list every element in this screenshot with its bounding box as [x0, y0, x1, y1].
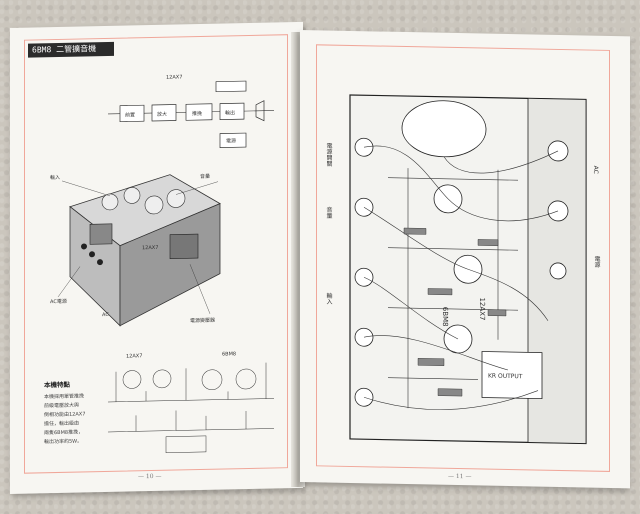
svg-text:音量: 音量 [200, 173, 210, 180]
svg-text:6BM8: 6BM8 [441, 307, 449, 327]
transformer-icon [169, 233, 199, 259]
transformer-icon [89, 223, 113, 245]
block-box [219, 132, 247, 148]
knob-icon [354, 387, 374, 407]
svg-text:推挽: 推挽 [192, 110, 202, 117]
svg-text:前置: 前置 [125, 111, 135, 118]
side-label: 輸入 [325, 292, 332, 305]
wiring-diagram: 6BM8 12AX7 KR OUTPUT [349, 94, 587, 445]
tube-icon [166, 189, 186, 208]
page-title: 6BM8 二管擴音機 [28, 41, 114, 58]
output-transformer-icon [481, 351, 543, 400]
svg-text:輸出: 輸出 [225, 109, 235, 116]
page-number: — 11 — [448, 472, 472, 481]
svg-text:AC: AC [102, 312, 109, 318]
speaker-icon [255, 100, 265, 122]
tube-icon [144, 195, 164, 215]
body-text: 本機採用單管推挽 前級電壓放大與 倒相功能由12AX7 擔任，輸出級由 兩隻6B… [44, 393, 86, 446]
svg-text:KR OUTPUT: KR OUTPUT [488, 373, 523, 381]
side-label: 音量 [325, 206, 332, 219]
block-box [119, 104, 145, 123]
block-box [151, 104, 177, 122]
circuit-schematic: 12AX7 6BM8 [108, 351, 274, 453]
knob-icon [354, 327, 374, 347]
svg-text:放大: 放大 [157, 111, 167, 118]
section-title: 本機特點 [44, 380, 70, 390]
tube-icon [123, 187, 141, 204]
block-diagram: 12AX7 前置 放大 推挽 輸出 電源 [108, 74, 274, 148]
side-label: AC [592, 165, 599, 174]
block-tube-label: 12AX7 [166, 74, 182, 80]
left-page: 6BM8 二管擴音機 12AX7 前置 放大 推挽 輸出 電源 輸入 音量 AC… [10, 21, 303, 495]
svg-text:輸入: 輸入 [50, 174, 60, 181]
svg-text:AC電源: AC電源 [50, 298, 67, 305]
side-label: 電源 [593, 255, 600, 268]
block-box [185, 103, 213, 121]
right-page: 電源開關 音量 輸入 AC 電源 [300, 30, 630, 489]
svg-text:電源: 電源 [226, 137, 236, 144]
svg-text:電源變壓器: 電源變壓器 [190, 317, 215, 325]
amplifier-illustration: 輸入 音量 AC電源 電源變壓器 12AX7 AC [50, 173, 221, 327]
tube-icon [101, 193, 119, 211]
knob-icon [354, 267, 374, 287]
side-label: 電源開關 [325, 142, 332, 167]
jack-icon [549, 262, 567, 280]
block-box [219, 102, 245, 120]
page-number: — 10 — [138, 472, 162, 481]
svg-text:12AX7: 12AX7 [478, 297, 486, 320]
block-box [215, 80, 247, 93]
svg-text:12AX7: 12AX7 [126, 353, 142, 359]
svg-text:12AX7: 12AX7 [142, 245, 158, 251]
svg-text:6BM8: 6BM8 [222, 351, 236, 357]
